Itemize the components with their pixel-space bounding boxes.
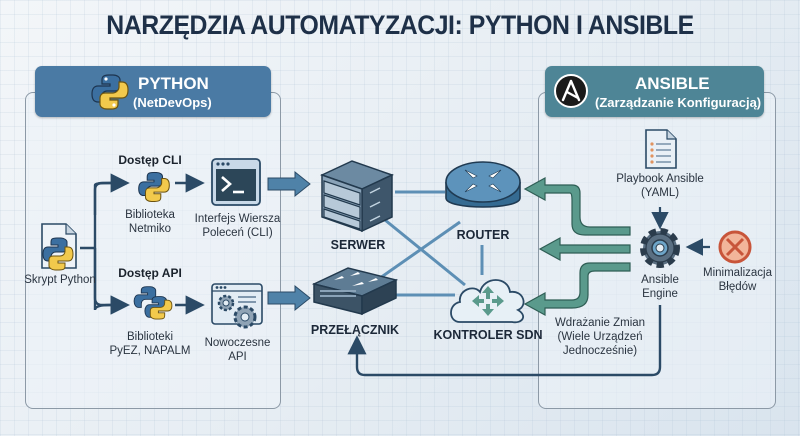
playbook-label: Playbook Ansible (YAML): [616, 173, 704, 199]
python-script-file-icon: [41, 223, 77, 271]
netmiko-python-icon: [138, 172, 170, 202]
page-title: NARZĘDZIA AUTOMATYZACJI: PYTHON I ANSIBL…: [106, 10, 694, 40]
python-header-title: PYTHON: [138, 74, 209, 93]
error-minimization-label: Minimalizacja Błędów: [702, 267, 773, 293]
device-links: [369, 190, 484, 297]
api-access-heading: Dostęp API: [118, 266, 182, 280]
ansible-logo-icon: [554, 74, 588, 108]
modern-api-label: Nowoczesne API: [204, 337, 271, 363]
sdn-controller-cloud-icon: [450, 279, 525, 324]
ansible-header-subtitle: (Zarządzanie Konfiguracją): [595, 95, 762, 110]
sdn-controller-label: KONTROLER SDN: [433, 328, 543, 342]
switch-icon: [312, 267, 398, 316]
error-minimization-icon: [718, 230, 752, 264]
router-icon: [445, 161, 521, 208]
ansible-engine-gear-icon: [640, 228, 680, 268]
ansible-header-title: ANSIBLE: [635, 74, 710, 93]
python-header: PYTHON (NetDevOps): [35, 66, 271, 117]
teal-arrows: [523, 176, 631, 317]
arrow-to-pyez: [93, 248, 130, 315]
switch-label: PRZEŁĄCZNIK: [310, 323, 400, 337]
arrow-engine-switch-loop: [347, 305, 662, 377]
api-gears-icon: [211, 283, 263, 329]
arrow-to-netmiko: [93, 173, 130, 215]
arrow-cli-server: [267, 170, 311, 198]
terminal-icon: [211, 158, 261, 206]
bracket-connector: [80, 181, 125, 310]
deploy-changes-label: Wdrażanie Zmian (Wiele Urządzeń Jednocze…: [554, 317, 646, 357]
router-label: ROUTER: [456, 228, 510, 242]
pyez-napalm-python-icon: [133, 286, 173, 320]
python-header-subtitle: (NetDevOps): [133, 95, 212, 110]
server-icon: [320, 160, 394, 233]
arrow-api-switch: [267, 284, 311, 312]
ansible-engine-label: Ansible Engine: [641, 274, 679, 300]
cli-label: Interfejs Wiersza Poleceń (CLI): [194, 213, 281, 239]
python-script-label: Skrypt Python: [24, 274, 96, 286]
server-label: SERWER: [330, 238, 386, 252]
python-logo-icon: [91, 74, 129, 110]
netmiko-label: Biblioteka Netmiko: [125, 209, 175, 235]
playbook-document-icon: [645, 129, 677, 169]
cli-access-heading: Dostęp CLI: [118, 153, 182, 167]
ansible-header: ANSIBLE (Zarządzanie Konfiguracją): [545, 66, 764, 117]
pyez-napalm-label: Biblioteki PyEZ, NAPALM: [109, 331, 191, 357]
